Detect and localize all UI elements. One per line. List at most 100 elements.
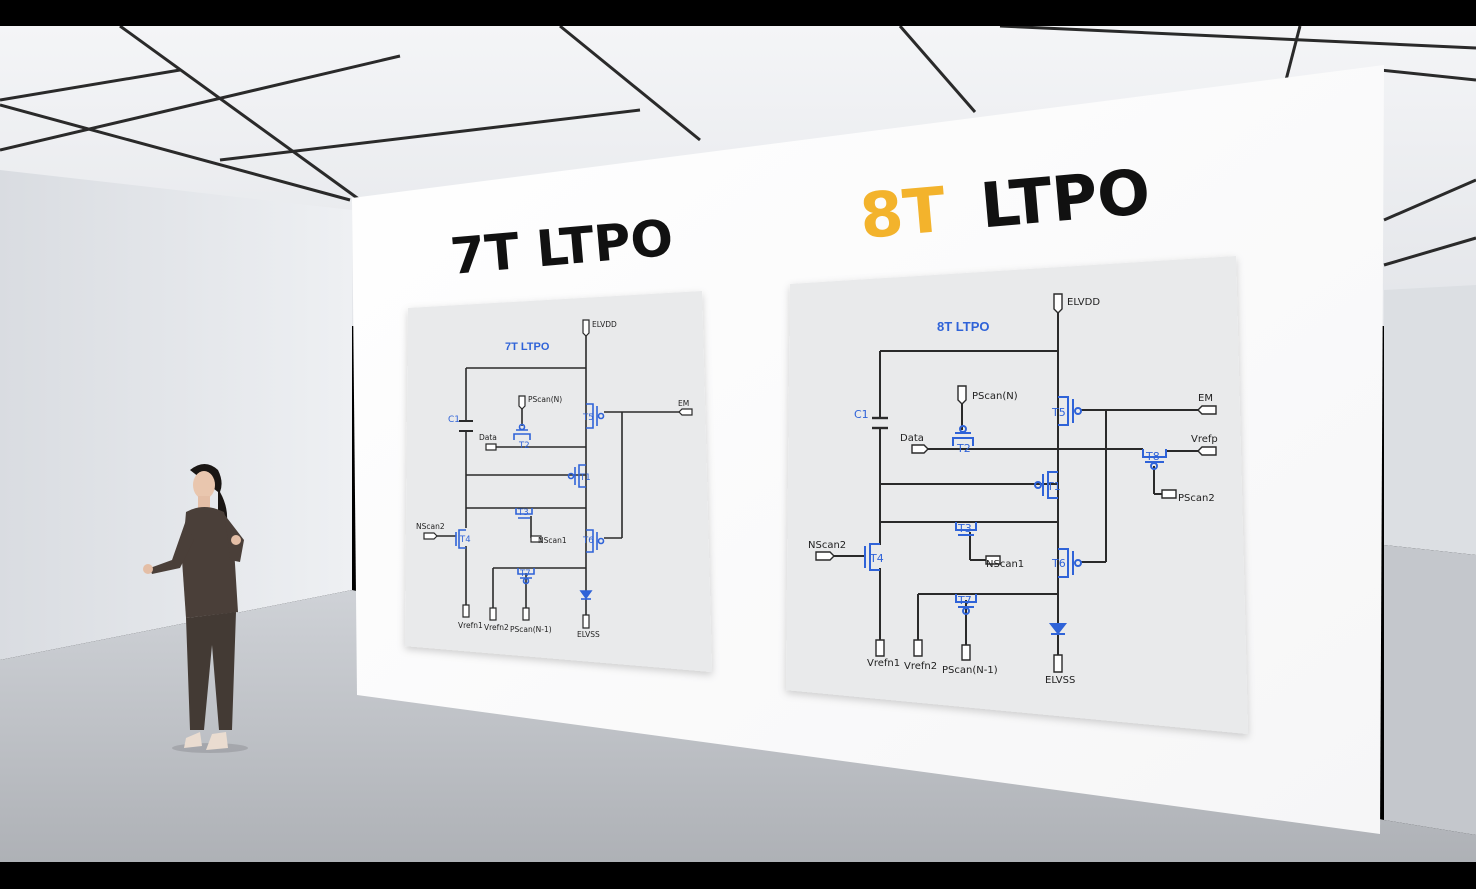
right-heading-rest: LTPO (978, 155, 1153, 243)
right-nscan1-terminal (985, 555, 1001, 565)
right-wall (1384, 285, 1476, 555)
presenter-shoe-left (184, 732, 202, 748)
right-t4 (864, 543, 880, 571)
presenter-shoe-right (206, 732, 228, 750)
right-terminals (815, 293, 1217, 673)
left-nscan2-terminal (423, 532, 438, 540)
left-terminals (423, 319, 693, 629)
right-data-terminal (911, 444, 929, 454)
right-pscan-n-1-terminal (961, 644, 971, 661)
presenter-hair (190, 464, 228, 528)
right-label-elvdd: ELVDD (1067, 297, 1100, 308)
presenter-neck (198, 496, 210, 510)
right-label-t2: T2 (956, 442, 971, 455)
right-label-t4: T4 (869, 552, 884, 565)
ceiling-grid (0, 24, 1476, 267)
right-t5 (1058, 396, 1074, 426)
diagram-7t-ltpo: 7T LTPO (405, 291, 712, 672)
left-label-em: EM (678, 399, 689, 408)
right-label-pscan-n-1: PScan(N-1) (942, 665, 998, 676)
right-label-vrefn1: Vrefn1 (867, 658, 900, 669)
left-pscan-n-terminal (518, 395, 526, 410)
left-oled-diode (579, 590, 593, 600)
right-label-pscan2: PScan2 (1178, 493, 1215, 504)
right-pscan2-terminal (1161, 489, 1177, 499)
right-vrefn2-terminal (913, 639, 923, 657)
left-label-pscan-n-1: PScan(N-1) (510, 625, 552, 634)
right-t7-bubble (962, 607, 970, 615)
left-t3 (515, 508, 533, 519)
left-label-t7: T7 (519, 569, 531, 579)
right-elvdd-terminal (1053, 293, 1063, 314)
right-vrefn1-terminal (875, 639, 885, 657)
right-label-elvss: ELVSS (1045, 675, 1075, 686)
left-t2-bubble (518, 423, 526, 431)
left-label-t1: T1 (579, 473, 591, 483)
right-elvss-terminal (1053, 654, 1063, 673)
right-oled-diode (1048, 623, 1068, 635)
left-wires (424, 335, 682, 615)
right-label-vrefp: Vrefp (1191, 434, 1218, 445)
right-label-vrefn2: Vrefn2 (904, 661, 937, 672)
right-c1-capacitor (872, 416, 888, 430)
left-vrefn2-terminal (489, 607, 497, 621)
left-t5-bubble (597, 412, 605, 420)
left-label-elvss: ELVSS (577, 630, 600, 639)
right-t5-bubble (1074, 407, 1082, 415)
right-label-t3: T3 (957, 522, 972, 535)
left-label-vrefn2: Vrefn2 (484, 623, 509, 632)
diagram-8t-ltpo: 8T LTPO (786, 256, 1248, 734)
right-label-pscan-n: PScan(N) (972, 391, 1018, 402)
left-pscan-n-1-terminal (522, 607, 530, 621)
left-t1 (574, 464, 586, 488)
left-panel-card (405, 291, 712, 672)
left-label-vrefn1: Vrefn1 (458, 621, 483, 630)
right-wires (824, 312, 1202, 655)
left-wall (0, 170, 352, 660)
right-t1 (1042, 471, 1058, 499)
left-transistors (455, 403, 605, 585)
right-t2-bubble (959, 425, 967, 433)
left-label-t4: T4 (459, 535, 471, 545)
left-label-t6: T6 (582, 536, 594, 546)
left-t6-bubble (597, 537, 605, 545)
right-labels: ELVDD EM Vrefp PScan2 C1 PScan(N) Data T… (808, 297, 1218, 686)
left-label-data: Data (479, 433, 497, 442)
left-t5 (586, 403, 598, 429)
right-t8 (1142, 449, 1167, 463)
presenter-hand-right (231, 535, 241, 545)
left-t1-bubble (567, 472, 575, 480)
left-c1-capacitor (459, 420, 473, 432)
right-label-em: EM (1198, 393, 1213, 404)
right-label-t5: T5 (1051, 406, 1066, 419)
presenter-arm-left (150, 520, 194, 574)
left-vrefn1-terminal (462, 604, 470, 618)
left-diagram-title: 7T LTPO (505, 341, 550, 353)
presenter-face (193, 471, 215, 499)
right-transistors (864, 396, 1167, 615)
bottom-bar (0, 862, 1476, 889)
left-label-t3: T3 (517, 508, 529, 518)
right-em-terminal (1197, 405, 1217, 415)
right-t6 (1058, 548, 1074, 578)
right-label-c1: C1 (854, 408, 869, 421)
left-elvss-terminal (582, 614, 590, 629)
left-em-terminal (678, 408, 693, 416)
left-elvdd-terminal (582, 319, 590, 337)
right-t6-bubble (1074, 559, 1082, 567)
left-label-elvdd: ELVDD (592, 320, 617, 329)
right-label-t6: T6 (1051, 557, 1066, 570)
presenter-jacket (182, 507, 238, 618)
right-floor (1384, 545, 1476, 835)
right-label-t8: T8 (1145, 450, 1160, 463)
left-label-pscan-n: PScan(N) (528, 395, 562, 404)
left-t6 (586, 529, 598, 553)
right-pscan-n-terminal (957, 385, 967, 405)
left-label-t5: T5 (582, 413, 594, 423)
right-heading: 8T LTPO (857, 155, 1153, 253)
left-t7-bubble (522, 577, 530, 585)
right-nscan2-terminal (815, 551, 835, 561)
left-label-t2: T2 (518, 441, 530, 451)
top-bar (0, 0, 1476, 26)
